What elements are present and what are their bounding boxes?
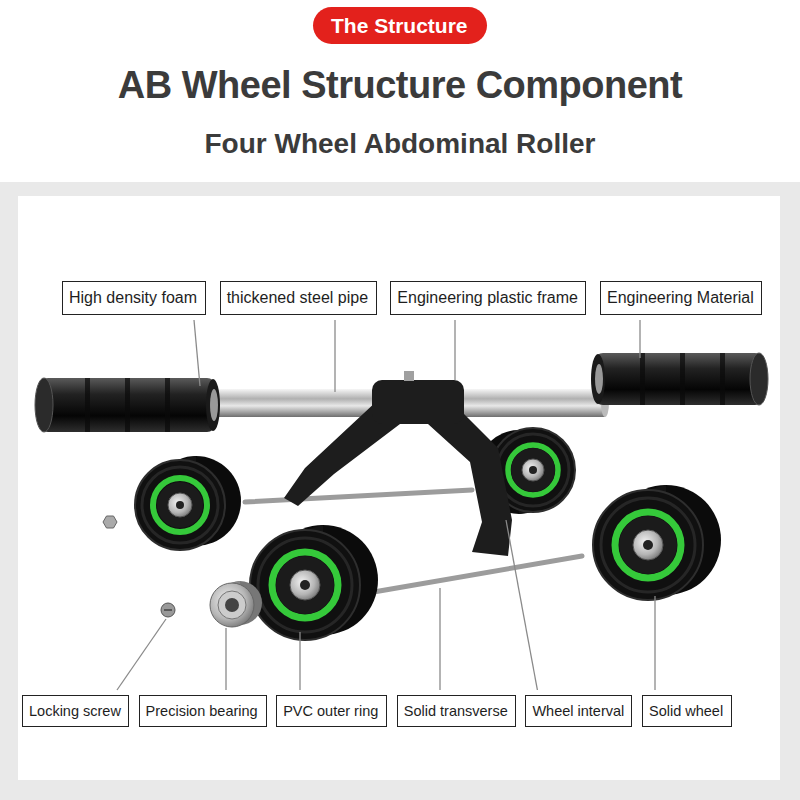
panel bbox=[18, 196, 780, 780]
leader-lines bbox=[117, 320, 655, 690]
part-label: High density foam bbox=[62, 281, 206, 315]
grip-groove bbox=[165, 378, 170, 432]
wheel-face bbox=[593, 490, 703, 600]
leader-line bbox=[506, 520, 537, 690]
wheel-face bbox=[250, 530, 360, 640]
grip-groove bbox=[680, 353, 685, 405]
leader-line bbox=[194, 320, 200, 386]
part-label: thickened steel pipe bbox=[220, 281, 377, 315]
grip-groove bbox=[720, 353, 725, 405]
frame-arm bbox=[428, 402, 512, 556]
frame-clamp bbox=[372, 380, 464, 424]
leader-line bbox=[334, 320, 335, 392]
wheel-hole bbox=[529, 466, 537, 474]
screw-slot bbox=[164, 609, 172, 611]
wheel-bearing bbox=[522, 459, 544, 481]
part-label: Solid wheel bbox=[642, 695, 732, 727]
panel-frame bbox=[0, 182, 800, 800]
bearing-ring bbox=[218, 591, 246, 619]
wheel-bearing bbox=[290, 570, 320, 600]
wheel-hub-ring bbox=[615, 512, 681, 578]
locking-screw bbox=[161, 603, 175, 617]
grip-cap bbox=[750, 353, 768, 405]
leader-line bbox=[654, 596, 655, 690]
leader-line bbox=[299, 632, 300, 690]
wheel-hub-ring bbox=[272, 552, 338, 618]
upper-axle bbox=[245, 490, 472, 502]
leader-line bbox=[454, 320, 455, 380]
wheel-tread bbox=[258, 538, 352, 632]
part-label: Precision bearing bbox=[139, 695, 267, 727]
label-text: The Structure bbox=[331, 13, 469, 38]
part-label: Locking screw bbox=[22, 695, 129, 727]
wheel-bearing bbox=[168, 493, 192, 517]
leader-line bbox=[639, 320, 640, 358]
bearing-face bbox=[210, 583, 254, 627]
grip-insert bbox=[210, 389, 218, 421]
left-grip bbox=[35, 378, 220, 432]
wheel-face bbox=[135, 460, 225, 550]
wheel-hole bbox=[643, 540, 653, 550]
nut bbox=[103, 516, 117, 528]
header-badge: The Structure bbox=[313, 7, 487, 44]
wheel-hub bbox=[619, 516, 677, 574]
frame-bolt bbox=[404, 371, 414, 381]
wheel-hub bbox=[276, 556, 334, 614]
label-text: Locking screw bbox=[29, 702, 122, 720]
wheel-tread bbox=[142, 467, 218, 543]
wheel-hole bbox=[176, 501, 184, 509]
wheel-front-left bbox=[250, 525, 378, 640]
wheel-hub-ring bbox=[508, 445, 558, 495]
wheel-tread bbox=[497, 434, 569, 506]
grip-insert bbox=[595, 364, 603, 394]
grip-end bbox=[591, 354, 605, 404]
wheel-hole bbox=[300, 580, 310, 590]
wheel-back-left bbox=[135, 456, 241, 550]
grip-end bbox=[206, 379, 220, 431]
wheel-hub bbox=[157, 482, 203, 528]
part-label: Engineering plastic frame bbox=[390, 281, 586, 315]
label-text: PVC outer ring bbox=[283, 702, 380, 720]
label-text: Precision bearing bbox=[146, 702, 260, 720]
leader-line bbox=[439, 588, 440, 690]
label-text: Engineering plastic frame bbox=[397, 288, 579, 308]
part-label: Solid transverse bbox=[397, 695, 516, 727]
foam-grip bbox=[40, 378, 215, 432]
grip-groove bbox=[85, 378, 90, 432]
label-text: High density foam bbox=[69, 288, 199, 308]
part-label: Wheel interval bbox=[525, 695, 632, 727]
wheel-tread bbox=[601, 498, 695, 592]
label-text: thickened steel pipe bbox=[227, 288, 370, 308]
foam-grip bbox=[595, 353, 763, 405]
part-label: PVC outer ring bbox=[276, 695, 387, 727]
label-text: Solid wheel bbox=[649, 702, 725, 720]
wheel-hub bbox=[511, 448, 555, 492]
grip-cap bbox=[35, 378, 53, 432]
wheel-front-right bbox=[593, 485, 721, 600]
label-text: Wheel interval bbox=[532, 702, 625, 720]
wheel-hub-ring bbox=[153, 478, 207, 532]
precision-bearing bbox=[210, 581, 262, 627]
solid-transverse-rod bbox=[362, 556, 582, 594]
leader-line bbox=[117, 619, 166, 690]
label-text: Engineering Material bbox=[607, 288, 755, 308]
subtitle: Four Wheel Abdominal Roller bbox=[0, 128, 800, 160]
part-label: Engineering Material bbox=[600, 281, 762, 315]
right-grip bbox=[591, 353, 768, 405]
wheel-bearing bbox=[633, 530, 663, 560]
bearing-hole bbox=[225, 598, 239, 612]
grip-groove bbox=[640, 353, 645, 405]
label-text: Solid transverse bbox=[404, 702, 509, 720]
title: AB Wheel Structure Component bbox=[0, 64, 800, 107]
leader-line bbox=[225, 628, 226, 690]
grip-groove bbox=[125, 378, 130, 432]
screw-head bbox=[161, 603, 175, 617]
